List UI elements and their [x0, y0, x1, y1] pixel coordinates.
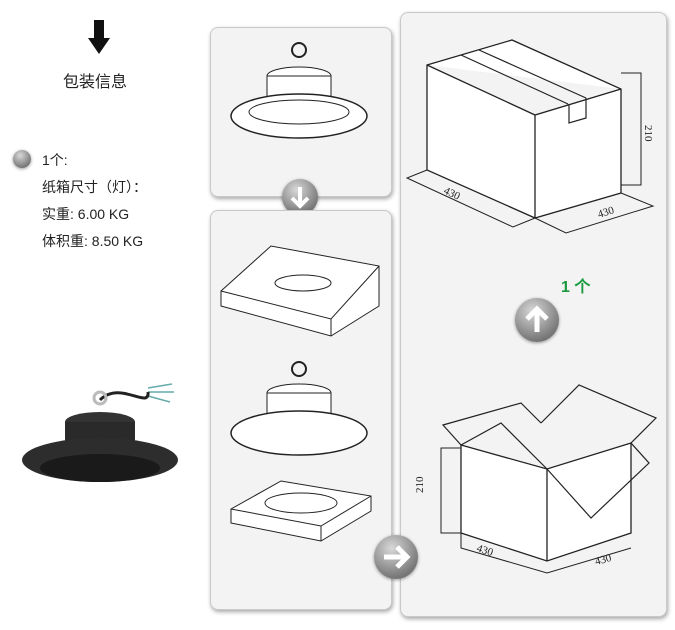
lamp-photo [22, 383, 178, 482]
carton-size-label: 纸箱尺寸（灯）： [42, 179, 147, 195]
count-text: 1个: [42, 152, 68, 168]
right-arrow-icon [384, 545, 411, 569]
quantity-label: 1 个 [561, 279, 591, 296]
net-weight: 实重: 6.00 KG [42, 206, 130, 222]
dim-width-bottom: 430 [594, 552, 614, 568]
parts-drawing [220, 245, 380, 542]
volume-weight: 体积重: 8.50 KG [42, 233, 144, 249]
down-arrow-icon [290, 187, 310, 209]
lamp-drawing [230, 42, 368, 139]
up-step-button[interactable] [515, 298, 559, 342]
dim-length-top: 430 [442, 185, 462, 203]
down-arrow-icon [88, 20, 110, 54]
packaging-parts-panel [210, 210, 392, 610]
dim-length-bottom: 430 [475, 542, 495, 559]
right-step-button[interactable] [374, 535, 418, 579]
down-step-button[interactable] [282, 179, 318, 215]
bullet-icon [13, 150, 31, 168]
carton-drawing: 430 430 210 210 430 430 [405, 39, 658, 574]
up-arrow-icon [525, 305, 549, 332]
section-title: 包装信息 [63, 74, 128, 91]
dim-height-bottom: 210 [414, 476, 426, 493]
lamp-panel [210, 27, 392, 197]
dim-width-top: 430 [596, 204, 616, 221]
dim-height-top: 210 [642, 125, 654, 142]
